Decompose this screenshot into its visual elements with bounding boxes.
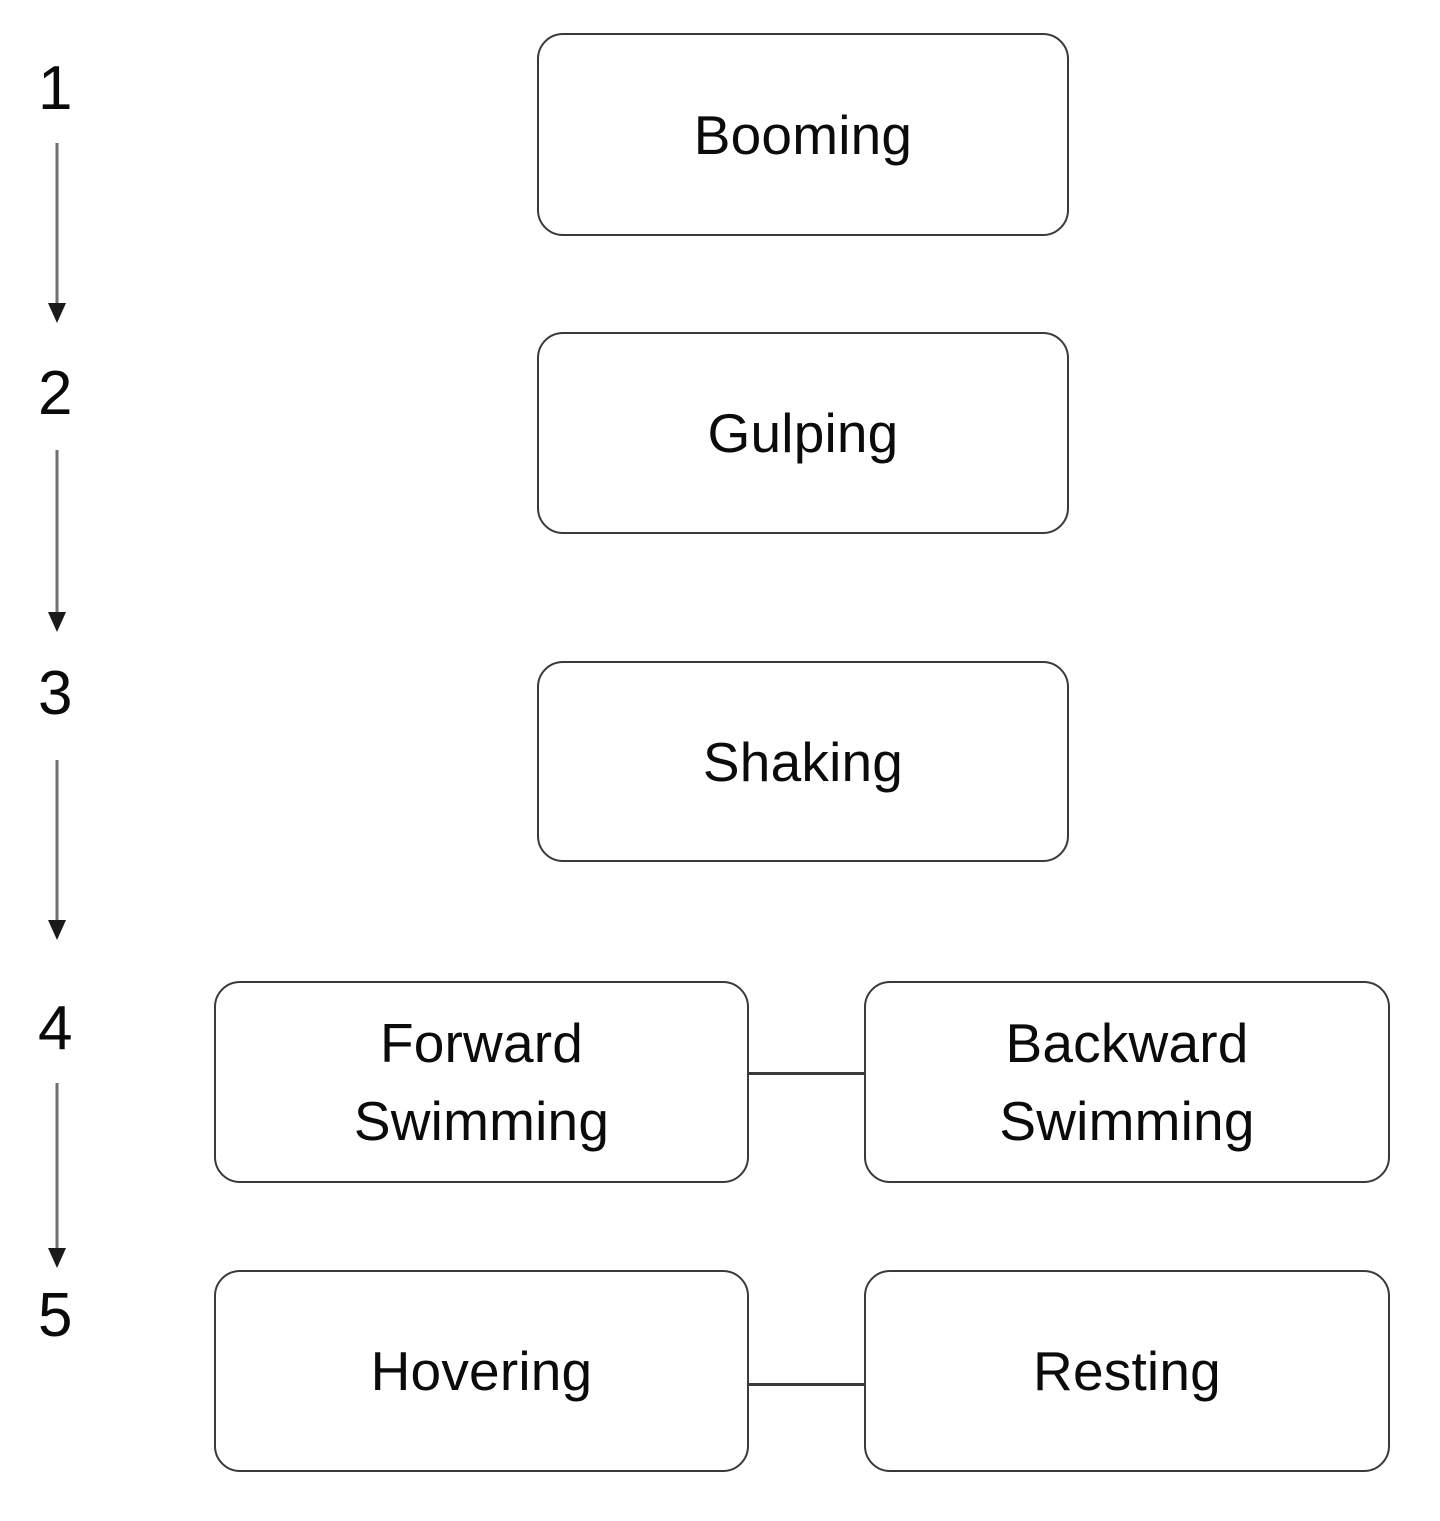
connector-hovering-resting — [747, 1383, 867, 1386]
arrow-step-4-to-5 — [46, 1083, 68, 1268]
node-forward-swimming[interactable]: Forward Swimming — [214, 981, 749, 1183]
node-shaking-label: Shaking — [702, 730, 904, 793]
node-gulping-label: Gulping — [707, 402, 899, 464]
node-hovering[interactable]: Hovering — [214, 1270, 749, 1472]
node-booming-label: Booming — [693, 103, 913, 166]
node-booming[interactable]: Booming — [537, 33, 1069, 236]
node-hovering-label: Hovering — [370, 1340, 593, 1402]
connector-forward-backward-swimming — [747, 1072, 867, 1075]
node-resting[interactable]: Resting — [864, 1270, 1390, 1472]
node-shaking[interactable]: Shaking — [537, 661, 1069, 862]
node-resting-label: Resting — [1033, 1340, 1221, 1402]
node-forward-swimming-label: Forward Swimming — [353, 1012, 610, 1152]
node-backward-swimming-label: Backward Swimming — [999, 1012, 1255, 1152]
step-number-1: 1 — [38, 54, 73, 123]
step-number-5: 5 — [38, 1281, 73, 1350]
arrow-step-2-to-3 — [46, 450, 68, 632]
arrow-step-1-to-2 — [46, 143, 68, 323]
step-number-3: 3 — [38, 659, 73, 728]
step-number-4: 4 — [38, 994, 73, 1063]
arrow-step-3-to-4 — [46, 760, 68, 940]
node-gulping[interactable]: Gulping — [537, 332, 1069, 534]
node-backward-swimming[interactable]: Backward Swimming — [864, 981, 1390, 1183]
step-number-2: 2 — [38, 359, 73, 428]
